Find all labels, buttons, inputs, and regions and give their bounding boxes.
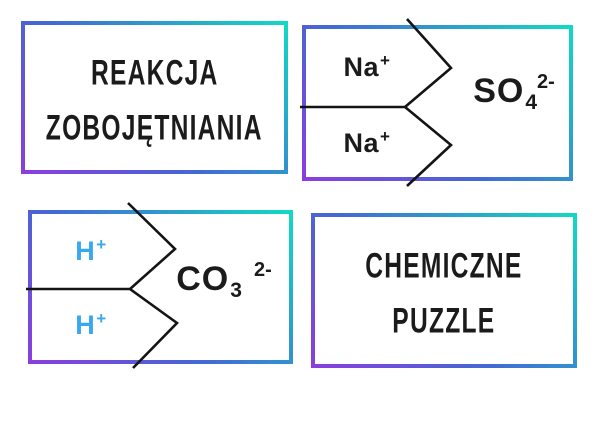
card-reakcja-zobojetniania: REAKCJA ZOBOJĘTNIANIA [21, 21, 288, 174]
card-title-line-1: CHEMICZNE [365, 246, 523, 286]
cation-symbol: Na [343, 128, 380, 158]
anion-label-carbonate: CO3 2- [176, 259, 271, 303]
anion-symbol: SO [473, 72, 525, 110]
card-title-line-2: PUZZLE [392, 301, 496, 341]
card-sodium-sulfate-puzzle: Na+ Na+ SO42- [300, 18, 573, 187]
anion-label-sulfate: SO42- [473, 71, 555, 115]
anion-subscript: 3 [230, 279, 242, 302]
anion-charge: 2- [253, 259, 272, 281]
cation-symbol: Na [343, 52, 380, 82]
cation-label-na-bottom: Na+ [344, 127, 391, 159]
cation-symbol: H [75, 310, 96, 340]
anion-symbol: CO [176, 260, 230, 298]
cation-charge: + [380, 51, 391, 70]
card-title-line-2: ZOBOJĘTNIANIA [46, 108, 263, 148]
card-carbonic-acid-puzzle: H+ H+ CO32- [26, 202, 293, 369]
cation-label-h-bottom: H+ [75, 309, 106, 341]
puzzle-zigzag-line [402, 18, 453, 187]
cation-label-na-top: Na+ [344, 51, 391, 83]
card-chemiczne-puzzle-title: CHEMICZNE PUZZLE [311, 213, 577, 368]
cation-charge: + [380, 127, 391, 146]
anion-subscript: 4 [525, 91, 538, 114]
card-title-line-1: REAKCJA [90, 53, 219, 93]
cation-charge: + [96, 235, 107, 254]
cation-symbol: H [75, 236, 96, 266]
anion-charge: 2- [537, 71, 555, 93]
cation-charge: + [96, 309, 107, 328]
puzzle-zigzag-line [127, 202, 179, 369]
cation-label-h-top: H+ [75, 235, 106, 267]
